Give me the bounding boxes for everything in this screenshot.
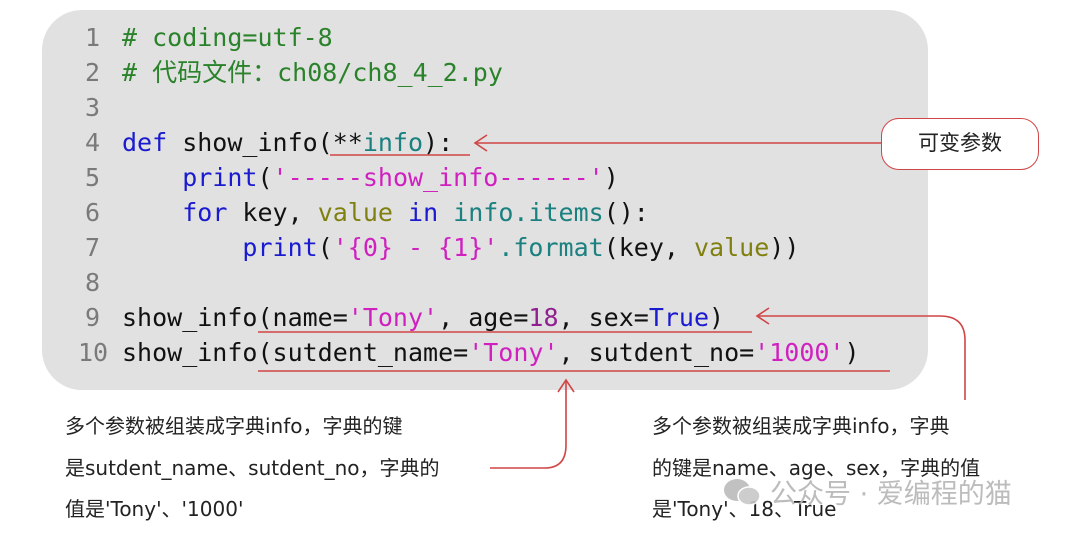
wechat-icon xyxy=(724,478,761,506)
code-token: (): xyxy=(603,198,649,227)
code-text: show_info(name='Tony', age=18, sex=True) xyxy=(122,300,724,335)
code-token: print xyxy=(182,163,258,192)
code-token: value xyxy=(694,233,770,262)
arrow-call-1 xyxy=(757,315,966,400)
code-token: .format xyxy=(498,233,604,262)
watermark-text: 公众号 · 爱编程的猫 xyxy=(770,479,1012,510)
note-line: 多个参数被组装成字典info，字典的键 xyxy=(65,414,403,438)
code-token: )) xyxy=(769,233,800,262)
code-token: , sex= xyxy=(558,303,649,332)
code-token: '-----show_info------' xyxy=(272,163,604,192)
note-line: 的键是name、age、sex，字典的值 xyxy=(652,455,981,480)
line-number: 5 xyxy=(84,163,100,192)
code-token: info xyxy=(362,128,424,157)
arrow-call-2 xyxy=(490,380,567,469)
code-token: 18 xyxy=(528,303,559,332)
note-line: 值是'Tony'、'1000' xyxy=(65,497,244,521)
code-token: show_info(** xyxy=(167,128,363,157)
line-number: 2 xyxy=(84,58,100,87)
code-token: show_info(name= xyxy=(122,303,348,332)
code-token: show_info(sutdent_name= xyxy=(122,338,469,367)
arrowhead-icon xyxy=(755,307,770,325)
note-line: 多个参数被组装成字典info，字典 xyxy=(652,414,950,438)
code-token: in xyxy=(408,198,439,227)
code-token: , sutdent_no= xyxy=(558,338,755,367)
note-line: 是sutdent_name、sutdent_no，字典的 xyxy=(65,455,440,480)
code-token: for xyxy=(182,198,228,227)
code-token: key, xyxy=(227,198,318,227)
code-token: info.items xyxy=(453,198,604,227)
code-token: print xyxy=(242,233,318,262)
code-token: ( xyxy=(257,163,273,192)
code-token: 'Tony' xyxy=(347,303,439,332)
line-number: 1 xyxy=(84,23,100,52)
line-number: 9 xyxy=(84,303,100,332)
code-token: value xyxy=(317,198,393,227)
code-token: 'Tony' xyxy=(468,338,559,367)
code-token: '{0} - {1}' xyxy=(332,233,499,262)
code-text: for key, value in info.items(): xyxy=(122,195,649,230)
variable-params-callout: 可变参数 xyxy=(881,118,1039,170)
line-number: 6 xyxy=(84,198,100,227)
watermark: 公众号 · 爱编程的猫 xyxy=(722,472,1012,511)
code-text: # coding=utf-8 xyxy=(122,20,333,55)
line-number: 4 xyxy=(84,128,100,157)
line-number: 8 xyxy=(84,268,100,297)
code-token: # 代码文件：ch08/ch8_4_2.py xyxy=(122,58,503,87)
code-token: , age= xyxy=(438,303,529,332)
code-token: True xyxy=(648,303,710,332)
code-token: ) xyxy=(603,163,619,192)
code-block: 1 # coding=utf-8 2 # 代码文件：ch08/ch8_4_2.py 3 4… xyxy=(42,10,928,390)
code-token: ( xyxy=(317,233,333,262)
arrowhead-icon xyxy=(473,134,488,152)
code-token: (key, xyxy=(603,233,694,262)
code-token: ): xyxy=(423,128,454,157)
code-token: # coding=utf-8 xyxy=(122,23,333,52)
arrowhead-icon xyxy=(557,378,575,393)
code-text: def show_info(**info): xyxy=(122,125,453,160)
line-number: 7 xyxy=(84,233,100,262)
note-right: 多个参数被组装成字典info，字典 的键是name、age、sex，字典的值 是… xyxy=(652,406,980,531)
code-text: show_info(sutdent_name='Tony', sutdent_n… xyxy=(122,335,860,370)
code-token: ) xyxy=(844,338,860,367)
code-token: ) xyxy=(709,303,725,332)
note-left: 多个参数被组装成字典info，字典的键 是sutdent_name、sutden… xyxy=(65,406,440,531)
code-token: '1000' xyxy=(754,338,845,367)
code-token: def xyxy=(122,128,168,157)
code-text: print('-----show_info------') xyxy=(122,160,619,195)
code-text: print('{0} - {1}'.format(key, value)) xyxy=(122,230,799,265)
line-number: 3 xyxy=(84,93,100,122)
code-text: # 代码文件：ch08/ch8_4_2.py xyxy=(122,55,503,90)
